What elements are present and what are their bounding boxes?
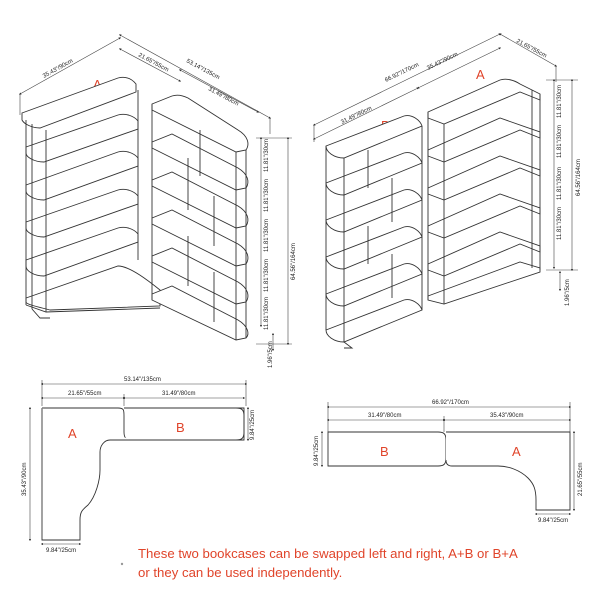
bookcase-a-top-left [21, 76, 161, 319]
bookcase-b-top-left [151, 94, 249, 341]
dim-tl-1181-5: 11.81"/30cm [264, 297, 270, 330]
dim-br-3543: 35.43"/90cm [490, 413, 523, 419]
dim-tr-2165: 21.65"/55cm [515, 38, 547, 59]
caption-line-1: These two bookcases can be swapped left … [138, 546, 518, 561]
dim-tr-1181-4: 11.81"/30cm [557, 207, 563, 240]
dim-tl-1181-1: 11.81"/30cm [264, 139, 270, 172]
dim-tr-6456: 64.56"/164cm [576, 159, 582, 196]
dim-tr-1181-3: 11.81"/30cm [557, 167, 563, 200]
dim-bl-3149: 31.49"/80cm [162, 391, 195, 397]
label-b-bottom-left: B [176, 420, 185, 435]
dim-bl-2165: 21.65"/55cm [68, 391, 101, 397]
dim-bl-984b: 9.84"/25cm [46, 548, 76, 554]
top-left-isometric-view: 35.43"/90cm 21.65"/55cm 53.14"/135cm 31.… [18, 34, 297, 368]
caption: These two bookcases can be swapped left … [138, 544, 578, 582]
dim-tl-5314: 53.14"/135cm [185, 58, 220, 81]
bookcase-a-top-right [427, 78, 541, 305]
dim-tl-6456: 64.56"/164cm [291, 243, 297, 280]
label-b-bottom-right: B [380, 444, 389, 459]
dim-tr-1181-2: 11.81"/30cm [557, 125, 563, 158]
label-a-top-left: A [93, 77, 102, 92]
dim-bl-3543: 35.43"/90cm [22, 463, 28, 496]
dim-br-984b: 9.84"/25cm [538, 518, 568, 524]
dim-tl-2165: 21.65"/55cm [137, 52, 169, 73]
dim-bl-984a: 9.84"/25cm [250, 410, 256, 440]
dim-br-3149: 31.49"/80cm [368, 413, 401, 419]
dim-tl-1181-2: 11.81"/30cm [264, 179, 270, 212]
bottom-left-top-view: 53.14"/135cm 21.65"/55cm 31.49"/80cm 9.8… [22, 377, 256, 554]
dim-br-984a: 9.84"/25cm [314, 436, 320, 466]
dim-tl-3543: 35.43"/90cm [42, 58, 74, 79]
dim-tr-6692: 66.92"/170cm [384, 62, 420, 84]
label-a-top-right: A [476, 67, 485, 82]
top-right-isometric-view: 66.92"/170cm 35.43"/90cm 21.65"/55cm 31.… [312, 33, 582, 349]
stray-dot [120, 562, 124, 566]
dim-bl-5314: 53.14"/135cm [124, 377, 161, 383]
dim-tr-1181-1: 11.81"/30cm [557, 85, 563, 118]
dim-tl-1181-4: 11.81"/30cm [264, 259, 270, 292]
bottom-right-top-view: 66.92"/170cm 31.49"/80cm 35.43"/90cm 9.8… [314, 400, 584, 524]
bookcase-b-top-right [325, 115, 423, 349]
dim-tl-3149: 31.49"/80cm [207, 86, 239, 107]
label-a-bottom-left: A [68, 426, 77, 441]
dim-tl-196: 1.96"/5cm [268, 341, 274, 368]
dim-tr-3543: 35.43"/90cm [426, 52, 459, 72]
label-a-bottom-right: A [512, 444, 521, 459]
dim-br-2165: 21.65"/55cm [578, 463, 584, 496]
dim-tr-196: 1.96"/5cm [565, 279, 571, 306]
dim-br-6692: 66.92"/170cm [432, 400, 469, 406]
caption-line-2: or they can be used independently. [138, 565, 343, 580]
dim-tl-1181-3: 11.81"/30cm [264, 219, 270, 252]
dim-tr-3149: 31.49"/80cm [340, 106, 373, 126]
